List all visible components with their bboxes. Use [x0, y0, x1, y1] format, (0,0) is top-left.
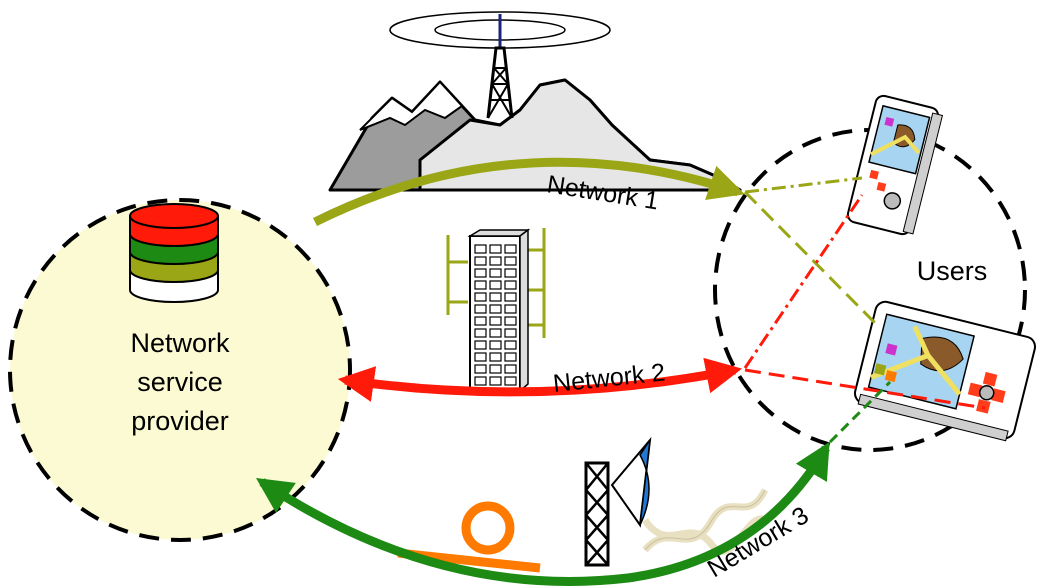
- network-3-arrow: [255, 441, 830, 586]
- building-window: [489, 304, 502, 314]
- building-window: [474, 244, 487, 254]
- building-window: [489, 352, 502, 362]
- building-window: [489, 268, 502, 278]
- building-window: [474, 376, 487, 386]
- building-window: [504, 280, 517, 290]
- building-window: [489, 316, 502, 326]
- handheld-device-icon: [846, 94, 944, 236]
- provider-label-line-3: provider: [131, 406, 229, 436]
- provider-label-line-2: service: [137, 367, 223, 397]
- user-links: [743, 176, 986, 444]
- satellite-dish-icon: [584, 436, 652, 567]
- radio-tower-icon: [389, 11, 611, 119]
- building-window: [489, 328, 502, 338]
- office-building-icon: [446, 228, 546, 393]
- building-window: [504, 256, 517, 266]
- handheld-device-icon: [853, 300, 1037, 442]
- building-window: [489, 364, 502, 374]
- network-2-arrow: [337, 357, 743, 402]
- building-window: [489, 376, 502, 386]
- building-window: [504, 316, 517, 326]
- building-window: [504, 292, 517, 302]
- building-window: [474, 316, 487, 326]
- building-window: [489, 292, 502, 302]
- building-window: [474, 364, 487, 374]
- building-window: [504, 364, 517, 374]
- building-window: [489, 256, 502, 266]
- building-window: [474, 340, 487, 350]
- database-icon: [129, 203, 219, 303]
- network-1-arrow: [312, 157, 745, 227]
- building-window: [504, 376, 517, 386]
- building-window: [474, 256, 487, 266]
- building-window: [474, 304, 487, 314]
- building-window: [474, 268, 487, 278]
- building-window: [504, 304, 517, 314]
- building-window: [489, 244, 502, 254]
- provider-label-line-1: Network: [130, 328, 230, 358]
- users-label: Users: [917, 256, 988, 286]
- network-2-label: Network 2: [552, 358, 667, 398]
- building-window: [474, 292, 487, 302]
- building-window: [504, 340, 517, 350]
- building-window: [504, 268, 517, 278]
- building-window: [489, 340, 502, 350]
- building-window: [474, 328, 487, 338]
- building-window: [504, 328, 517, 338]
- provider-node: Network service provider: [8, 198, 352, 542]
- building-window: [489, 280, 502, 290]
- building-window: [504, 352, 517, 362]
- building-window: [474, 352, 487, 362]
- building-window: [504, 244, 517, 254]
- building-window: [474, 280, 487, 290]
